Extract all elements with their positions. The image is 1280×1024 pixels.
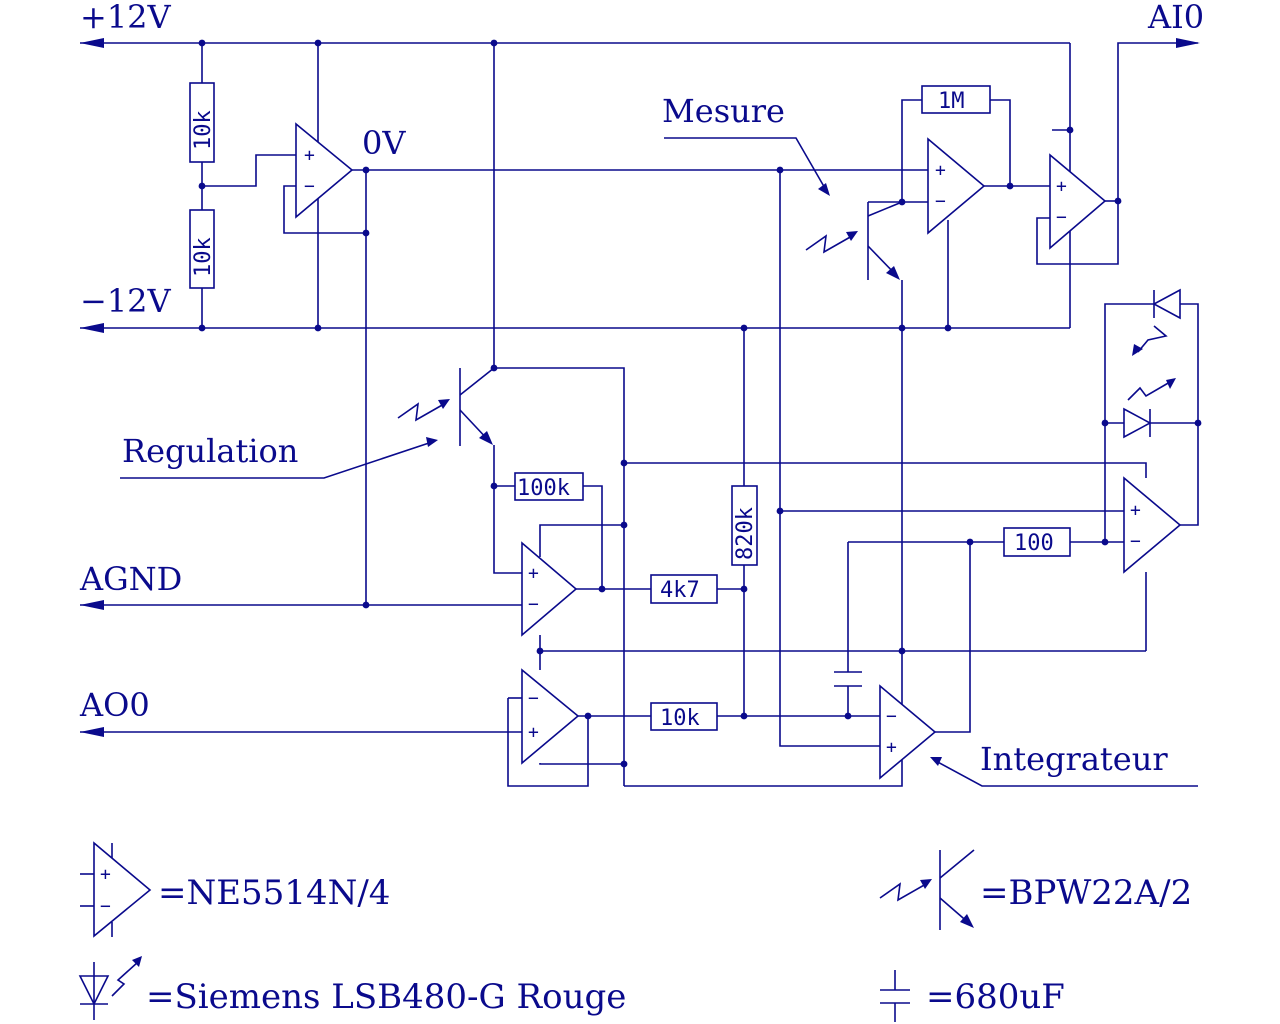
svg-text:1M: 1M <box>938 89 965 114</box>
svg-text:+: + <box>100 864 111 885</box>
svg-text:−: − <box>886 706 897 727</box>
resistor-10k: 10k <box>650 702 718 731</box>
legend: + − =NE5514N/4 =BPW22A/2 =Siemens LSB480… <box>78 841 1192 1022</box>
svg-text:+: + <box>886 737 897 758</box>
opamp-voltage-ref: + − <box>295 122 354 219</box>
svg-text:+: + <box>1056 176 1067 197</box>
svg-text:+: + <box>935 160 946 181</box>
label-regulation: Regulation <box>122 432 298 470</box>
capacitor-integrateur <box>834 671 862 687</box>
legend-capacitor-text: =680uF <box>926 977 1065 1017</box>
terminal-arrows <box>80 38 1200 737</box>
label-ai0: AI0 <box>1147 0 1204 36</box>
resistor-100: 100 <box>1003 527 1071 557</box>
svg-text:+: + <box>528 563 539 584</box>
resistor-4k7: 4k7 <box>650 574 718 604</box>
legend-opamp-text: =NE5514N/4 <box>158 873 390 913</box>
resistor-820k: 820k <box>731 485 758 566</box>
legend-phototransistor-symbol <box>879 849 975 930</box>
svg-text:−: − <box>1056 207 1067 228</box>
opamp-integrateur: − + <box>879 684 937 780</box>
svg-text:10k: 10k <box>660 706 700 731</box>
label-plus12v: +12V <box>80 0 172 36</box>
phototransistor-regulation <box>397 367 495 446</box>
opamp-buffer-ai0: + − <box>1049 153 1107 250</box>
label-minus12v: −12V <box>80 282 172 320</box>
svg-text:+: + <box>304 145 315 166</box>
legend-capacitor-symbol <box>880 970 910 1022</box>
arrow-minus12 <box>80 323 104 333</box>
legend-phototransistor-text: =BPW22A/2 <box>980 873 1192 913</box>
arrow-plus12 <box>80 38 104 48</box>
svg-text:100: 100 <box>1014 531 1054 556</box>
label-ao0: AO0 <box>79 686 150 724</box>
label-integrateur: Integrateur <box>980 740 1168 778</box>
opamp-mesure: + − <box>927 137 986 235</box>
svg-text:−: − <box>100 896 111 917</box>
resistor-divider-top: 10k <box>189 82 216 163</box>
arrow-ao0 <box>80 727 104 737</box>
svg-text:100k: 100k <box>517 476 570 501</box>
label-mesure: Mesure <box>662 92 785 130</box>
resistor-divider-bottom: 10k <box>189 209 216 289</box>
svg-text:−: − <box>528 688 539 709</box>
svg-text:−: − <box>304 176 315 197</box>
svg-text:−: − <box>528 594 539 615</box>
svg-text:10k: 10k <box>191 110 216 150</box>
wires <box>80 42 1199 787</box>
resistor-100k: 100k <box>514 472 584 501</box>
arrow-ai0 <box>1176 38 1200 48</box>
led-lower <box>1123 378 1176 439</box>
opamp-regulation: + − <box>521 541 578 637</box>
label-agnd: AGND <box>79 560 182 598</box>
legend-led-text: =Siemens LSB480-G Rouge <box>146 977 626 1017</box>
led-upper <box>1132 288 1181 356</box>
svg-text:−: − <box>935 191 946 212</box>
resistor-1m: 1M <box>921 85 991 114</box>
svg-text:+: + <box>528 722 539 743</box>
svg-text:+: + <box>1130 500 1141 521</box>
junction-dots <box>198 39 1202 768</box>
opamp-comparator: + − <box>1123 476 1182 574</box>
legend-opamp-symbol: + − <box>80 841 152 938</box>
opamp-ao0: − + <box>521 668 580 765</box>
legend-led-symbol <box>78 956 142 1020</box>
phototransistor-mesure <box>805 201 903 280</box>
arrow-agnd <box>80 600 104 610</box>
svg-text:−: − <box>1130 531 1141 552</box>
svg-text:10k: 10k <box>191 237 216 277</box>
label-0v: 0V <box>362 124 406 162</box>
label-pointers <box>120 137 1198 787</box>
svg-text:820k: 820k <box>733 507 758 560</box>
svg-text:4k7: 4k7 <box>660 578 700 603</box>
